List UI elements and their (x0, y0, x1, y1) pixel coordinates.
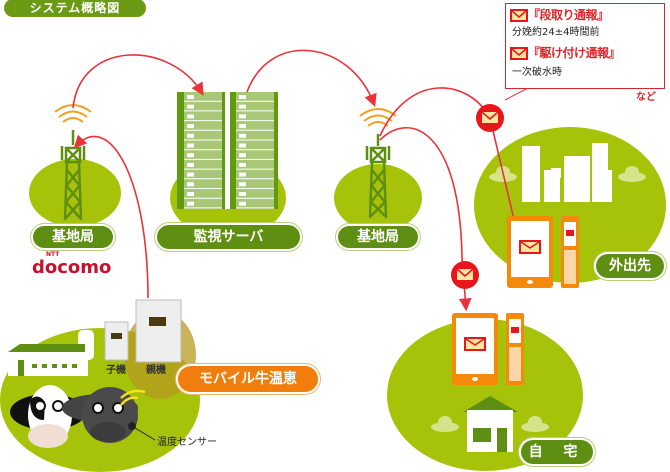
label-home: 自 宅 (521, 440, 593, 464)
sensor-signal-icon (120, 389, 146, 406)
rack-led (187, 114, 194, 119)
tablet-icon-outside (507, 216, 553, 288)
rack-led (187, 124, 194, 129)
label-temperature-sensor: 温度センサー (157, 437, 217, 448)
house-icon (463, 396, 518, 452)
rack-led (187, 153, 194, 158)
notification-more: など (636, 92, 656, 103)
tablet-icon-home (452, 313, 498, 385)
rack-led (187, 133, 194, 138)
label-base-station-1: 基地局 (33, 226, 113, 248)
server-rack-icon (177, 92, 278, 209)
label-child-unit: 子機 (106, 365, 126, 376)
child-unit-icon (104, 321, 129, 361)
label-monitor-server: 監視サーバ (157, 225, 300, 249)
base-station-2-ground (334, 164, 422, 232)
ntt-logo-text: NTT (46, 251, 60, 258)
home-ground (387, 319, 583, 471)
page-title: システム概略図 (4, 0, 146, 17)
rack-led (239, 153, 246, 158)
mail-icon (510, 8, 528, 22)
notification-legend: 『段取り通報』 分娩約24±4時間前 『駆け付け通報』 一次破水時 (505, 3, 665, 89)
rack-led (239, 182, 246, 187)
rack-led (239, 192, 246, 196)
docomo-logo: docomo (32, 257, 112, 278)
rack-led (239, 95, 246, 99)
rack-led (187, 162, 194, 167)
note-pointer (504, 87, 529, 101)
rack-led (239, 162, 246, 167)
arrow-bs2-to-home (379, 126, 472, 312)
rack-led (239, 201, 246, 206)
rack-led (239, 114, 246, 119)
notification-detail: 分娩約24±4時間前 (512, 27, 600, 38)
rack-led (187, 182, 194, 187)
rack-led (187, 104, 194, 109)
rack-led (239, 124, 246, 129)
arrow-bs1-to-server (72, 54, 204, 109)
rack-led (187, 172, 194, 177)
rack-led (239, 143, 246, 148)
mail-badge-icon (476, 104, 504, 132)
rack-led (187, 95, 194, 99)
label-mobile-gyuonkei: モバイル牛温恵 (178, 366, 318, 392)
rack-led (187, 201, 194, 206)
rack-led (239, 133, 246, 138)
phone-icon-outside (561, 216, 579, 288)
buildings-icon (522, 143, 612, 202)
tower-icon-2 (365, 134, 391, 219)
notification-detail: 一次破水時 (512, 67, 562, 78)
rack-led (187, 143, 194, 148)
rack-led (239, 172, 246, 177)
phone-icon-home (506, 313, 524, 385)
mail-badge-icon (451, 261, 479, 289)
arrow-server-to-bs2 (246, 49, 377, 107)
arrow-parent-to-bs1 (73, 134, 149, 299)
mail-icon (510, 46, 528, 60)
barn-icon (8, 330, 94, 376)
tower-icon-1 (60, 130, 86, 221)
rack-led (239, 104, 246, 109)
notification-title: 『駆け付け通報』 (528, 46, 621, 60)
rack-led (187, 192, 194, 196)
label-parent-unit: 親機 (146, 365, 166, 376)
label-base-station-2: 基地局 (338, 226, 418, 248)
parent-unit-icon (135, 299, 182, 363)
label-outside: 外出先 (596, 254, 664, 278)
notification-title: 『段取り通報』 (528, 8, 609, 22)
